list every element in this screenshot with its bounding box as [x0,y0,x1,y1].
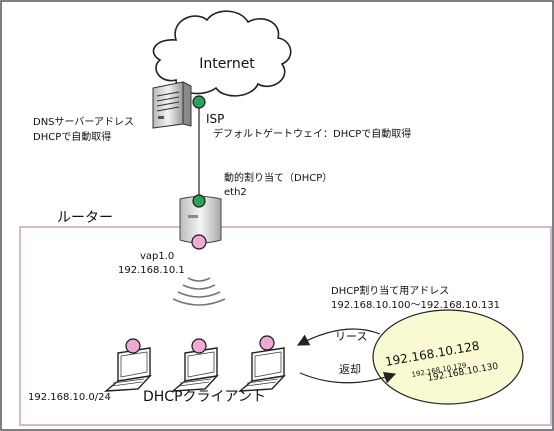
return-label: 返却 [339,363,361,376]
gateway-label: デフォルトゲートウェイ：DHCPで自動取得 [213,127,411,140]
dns-label-line2: DHCPで自動取得 [33,130,111,143]
lease-label: リース [335,330,367,343]
router-ip-label: 192.168.10.1 [118,265,185,276]
laptop-icon [237,347,286,392]
lease-arrow [296,328,381,346]
router-wan-port [192,194,206,208]
isp-label: ISP [206,112,224,126]
laptop-icon [170,347,219,392]
subnet-label: 192.168.10.0/24 [28,392,111,403]
internet-cloud-icon [152,10,292,97]
router-icon [179,196,222,244]
isp-port [192,95,206,109]
client-port [191,338,207,354]
lan-boundary [19,226,552,426]
router-label: ルーター [57,210,113,226]
dns-server-icon [152,81,192,129]
return-arrow [299,372,397,384]
router-vap-label: vap1.0 [140,251,174,262]
wireless-signal-icon [172,277,226,306]
clients-label: DHCPクライアント [143,389,266,405]
internet-label: Internet [199,56,255,72]
laptop-icon [103,347,152,392]
address-pool [372,309,524,405]
router-lan-port [191,234,207,250]
dns-label-line1: DNSサーバーアドレス [33,116,134,128]
wan-assign-label: 動的割り当て（DHCP） [224,171,332,184]
pool-range: 192.168.10.100〜192.168.10.131 [331,300,500,311]
pool-title: DHCP割り当て用アドレス [331,284,449,297]
client-port [125,338,141,354]
wan-iface-label: eth2 [224,187,247,198]
client-port [259,335,275,351]
